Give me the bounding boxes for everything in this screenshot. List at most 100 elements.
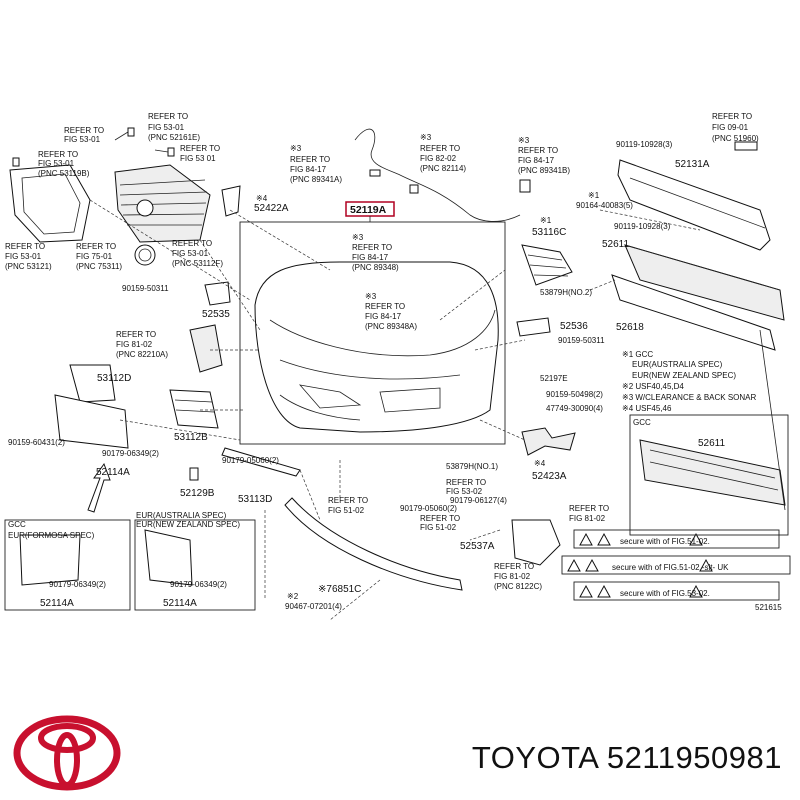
- part-52536: 52536: [560, 321, 588, 332]
- label-fig-81-02-c: FIG 81-02: [494, 572, 531, 581]
- label-fig-53-01-d: FIG 53-01: [38, 159, 75, 168]
- label-pnc-89341a: (PNC 89341A): [290, 175, 342, 184]
- toyota-logo-icon: [13, 715, 121, 791]
- legend-1: ※1 GCC: [622, 350, 653, 359]
- bracket-82210-part: [189, 324, 223, 373]
- highlight-part-number: 52119A: [350, 204, 387, 216]
- label-x2: ※2: [287, 592, 299, 601]
- strip-53112d-part: [69, 364, 116, 403]
- label-refer-to-7: REFER TO: [172, 239, 212, 248]
- label-fig-51-02-a: FIG 51-02: [328, 506, 365, 515]
- bracket-52423a-part: [521, 427, 576, 456]
- label-x1-b: ※1: [540, 216, 552, 225]
- label-pnc-75311: (PNC 75311): [76, 262, 122, 271]
- part-53116c: 53116C: [532, 227, 566, 238]
- bolt-90159-60431: 90159-60431(2): [8, 438, 65, 447]
- label-fig-84-17-d: FIG 84-17: [365, 312, 402, 321]
- box-gcc-title: GCC: [633, 418, 651, 427]
- label-fig-53-01-a: FIG 53-01: [64, 135, 101, 144]
- part-53112d: 53112D: [97, 373, 131, 384]
- legend-1b: EUR(AUSTRALIA SPEC): [632, 360, 723, 369]
- part-53879h-no2: 53879H(NO.2): [540, 288, 592, 297]
- label-fig-82-02: FIG 82-02: [420, 154, 457, 163]
- label-fig-81-02-b: FIG 81-02: [569, 514, 606, 523]
- label-fig-53-01-e: FIG 53-01: [5, 252, 42, 261]
- label-refer-to-18: REFER TO: [569, 504, 609, 513]
- label-pnc-89348a: (PNC 89348A): [365, 322, 417, 331]
- label-refer-to-11: REFER TO: [352, 243, 392, 252]
- reinforcement-52131a-part: [617, 159, 771, 251]
- bumper-cover-part: [254, 261, 499, 433]
- warning-text-2: secure with of FIG.51-02 -slt- UK: [612, 563, 729, 572]
- part-52131a: 52131A: [675, 159, 710, 170]
- label-fig-84-17-a: FIG 84-17: [290, 165, 327, 174]
- bracket-52422a-part: [221, 185, 241, 217]
- label-pnc-53112f: (PNC 53112F): [172, 259, 223, 268]
- gcc-detail-box: [629, 414, 789, 536]
- part-52422a: 52422A: [254, 203, 289, 214]
- label-x3-d: ※3: [352, 233, 364, 242]
- bolt-90159-50311-a: 90159-50311: [122, 284, 169, 293]
- bolt-90467-07201: 90467-07201(4): [285, 602, 342, 611]
- part-52197e: 52197E: [540, 374, 568, 383]
- bolt-90164-40083: 90164-40083(5): [576, 201, 633, 210]
- bracket-52536-part: [516, 317, 551, 337]
- plate-bracket-formosa-part: [19, 534, 81, 586]
- part-52618: 52618: [616, 322, 644, 333]
- bolt-90179-06349-c: 90179-06349(2): [170, 580, 227, 589]
- part-53113d: 53113D: [238, 494, 272, 505]
- brand-part-number: TOYOTA 5211950981: [471, 740, 782, 775]
- part-52537a: 52537A: [460, 541, 495, 552]
- label-fig-84-17-b: FIG 84-17: [518, 156, 555, 165]
- label-fig-53-02-a: FIG 53-02: [446, 487, 483, 496]
- bolt-47749-30090: 47749-30090(4): [546, 404, 603, 413]
- legend-3: ※3 W/CLEARANCE & BACK SONAR: [622, 393, 757, 402]
- forward-arrow: [87, 462, 111, 513]
- legend-4: ※4 USF45,46: [622, 404, 672, 413]
- label-pnc-82114: (PNC 82114): [420, 164, 466, 173]
- part-52114a-formosa: 52114A: [40, 598, 74, 609]
- eur-formosa-box: [4, 519, 131, 611]
- warning-row-2: [561, 555, 791, 575]
- side-grille-53116c-part: [521, 244, 573, 286]
- label-fig-53-01-c: FIG 53 01: [180, 154, 216, 163]
- warning-text-1: secure with of FIG.51-02.: [620, 537, 710, 546]
- label-x3-a: ※3: [290, 144, 302, 153]
- label-x4-a: ※4: [256, 194, 268, 203]
- clip-52129b-part: [189, 467, 199, 481]
- box-eur-aus-title: EUR(AUSTRALIA SPEC): [136, 511, 227, 520]
- exploded-parts-diagram: 52119A: [4, 112, 791, 621]
- label-refer-to-10: REFER TO: [518, 146, 558, 155]
- label-x3-e: ※3: [365, 292, 377, 301]
- bolt-90179-06349-a: 90179-06349(2): [102, 449, 159, 458]
- bolt-90159-50311-b: 90159-50311: [558, 336, 605, 345]
- label-refer-to-2: REFER TO: [148, 112, 188, 121]
- label-x1-a: ※1: [588, 191, 600, 200]
- label-fig-75-01: FIG 75-01: [76, 252, 113, 261]
- bolt-90119-10928-a: 90119-10928(3): [616, 140, 673, 149]
- label-pnc-53121: (PNC 53121): [5, 262, 52, 271]
- absorber-gcc-part: [639, 439, 786, 506]
- part-76851c: ※76851C: [318, 584, 361, 595]
- label-refer-to-19: REFER TO: [494, 562, 534, 571]
- bracket-52535-part: [204, 281, 231, 306]
- part-52129b: 52129B: [180, 488, 215, 499]
- label-refer-to-1: REFER TO: [64, 126, 104, 135]
- part-52611: 52611: [602, 239, 630, 250]
- warning-row-1: [573, 529, 780, 549]
- part-52114a: 52114A: [96, 467, 130, 478]
- bolt-90179-06127: 90179-06127(4): [450, 496, 507, 505]
- label-pnc-52161e: (PNC 52161E): [148, 133, 200, 142]
- label-refer-to-14: REFER TO: [116, 330, 156, 339]
- label-refer-to-13: REFER TO: [712, 112, 752, 121]
- label-refer-to-12: REFER TO: [365, 302, 405, 311]
- front-emblem-part: [134, 244, 156, 266]
- label-refer-to-3: REFER TO: [180, 144, 220, 153]
- label-fig-09-01: FIG 09-01: [712, 123, 749, 132]
- label-fig-53-01-f: FIG 53-01: [172, 249, 209, 258]
- label-pnc-8122c: (PNC 8122C): [494, 582, 542, 591]
- part-52535: 52535: [202, 309, 230, 320]
- label-pnc-82210a: (PNC 82210A): [116, 350, 168, 359]
- label-refer-to-4: REFER TO: [38, 150, 78, 159]
